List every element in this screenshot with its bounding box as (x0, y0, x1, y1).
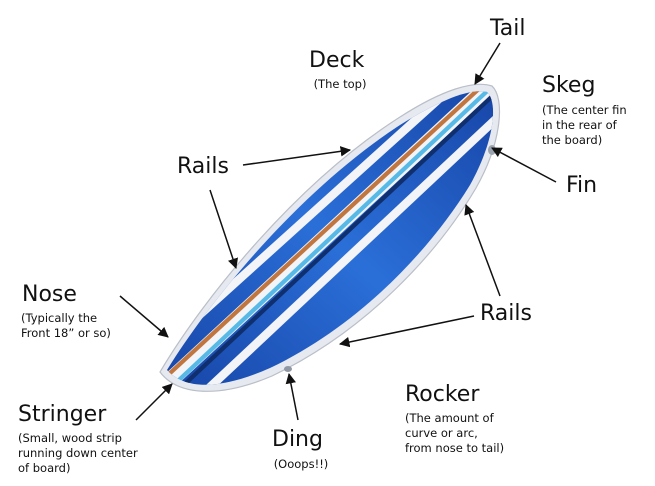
label-rocker: Rocker (405, 382, 480, 407)
label-skeg: Skeg (542, 73, 596, 98)
label-ding-sub: (Ooops!!) (273, 457, 329, 471)
arrows (119, 42, 557, 421)
label-fin: Fin (566, 173, 598, 198)
arrow-rails-top (242, 146, 352, 166)
stripe-white-3 (167, 91, 484, 378)
label-rails-top: Rails (177, 154, 229, 179)
label-rocker-sub: (The amount of curve or arc, from nose t… (405, 411, 505, 455)
label-stringer: Stringer (18, 402, 107, 427)
arrow-tail (474, 42, 501, 85)
stringer-line (167, 91, 494, 385)
arrow-stringer (135, 383, 173, 421)
label-stringer-sub: (Small, wood strip running down center o… (18, 431, 138, 475)
stripe-white-2 (190, 100, 494, 385)
label-skeg-sub: (The center fin in the rear of the board… (542, 103, 627, 147)
stripe-cyan (167, 91, 494, 385)
arrow-rails-bottom-up (464, 204, 501, 297)
ding-mark (284, 366, 292, 372)
stripe-dark (170, 91, 494, 385)
arrow-rails-left (209, 189, 238, 269)
label-deck: Deck (309, 48, 365, 73)
label-tail: Tail (490, 16, 526, 41)
label-nose: Nose (22, 282, 77, 307)
arrow-ding (285, 372, 299, 421)
label-deck-sub: (The top) (313, 77, 367, 91)
label-rails-bottom: Rails (480, 301, 532, 326)
stripe-white-1 (167, 91, 494, 385)
arrow-rails-bottom-left (338, 315, 475, 348)
arrow-fin (491, 147, 557, 183)
arrow-nose (119, 295, 169, 338)
surfboard (159, 83, 501, 392)
label-nose-sub: (Typically the Front 18” or so) (21, 311, 111, 340)
label-ding: Ding (272, 427, 323, 452)
